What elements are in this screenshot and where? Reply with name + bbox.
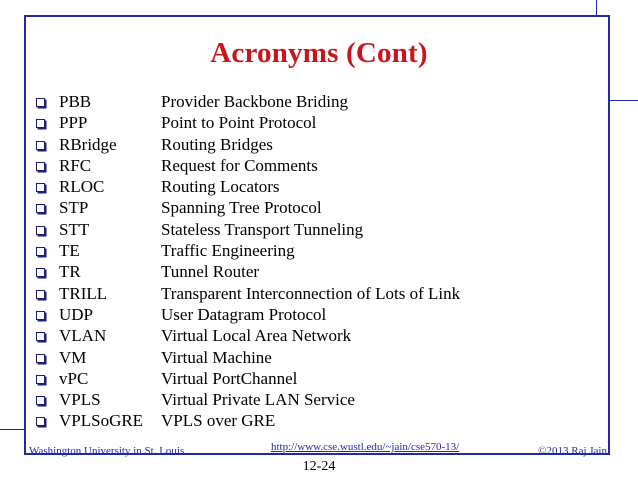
acronym-abbr: TR [59, 262, 81, 282]
square-bullet-icon [36, 225, 45, 235]
frame-corner-left [0, 429, 25, 430]
square-bullet-icon [36, 119, 45, 129]
square-bullet-icon [36, 396, 45, 406]
acronym-definition: User Datagram Protocol [161, 304, 327, 324]
slide-frame [24, 15, 610, 455]
acronym-definition: Virtual Local Area Network [161, 326, 352, 346]
frame-corner-right [609, 100, 638, 101]
frame-corner-top [596, 0, 597, 16]
acronym-abbr: UDP [59, 304, 94, 324]
acronym-abbr: RFC [59, 155, 92, 175]
footer-university: Washington University in St. Louis [29, 445, 185, 457]
square-bullet-icon [36, 289, 45, 299]
acronym-definition: Request for Comments [161, 155, 318, 175]
acronym-definition: Point to Point Protocol [161, 113, 317, 133]
square-bullet-icon [36, 247, 45, 257]
acronym-definition: Virtual Private LAN Service [161, 390, 355, 410]
acronym-abbr: VLAN [59, 326, 107, 346]
acronym-abbr: VPLS [59, 390, 101, 410]
acronym-definition: Virtual Machine [161, 347, 272, 367]
acronym-definition: Traffic Engineering [161, 241, 295, 261]
footer-copyright: ©2013 Raj Jain [538, 445, 607, 457]
square-bullet-icon [36, 268, 45, 278]
square-bullet-icon [36, 183, 45, 193]
acronym-abbr: TE [59, 241, 80, 261]
acronym-definition: Routing Bridges [161, 134, 273, 154]
acronym-abbr: RBridge [59, 134, 117, 154]
acronym-abbr: vPC [59, 368, 89, 388]
acronym-definition: Transparent Interconnection of Lots of L… [161, 283, 461, 303]
acronym-definition: Provider Backbone Briding [161, 92, 348, 111]
square-bullet-icon [36, 98, 45, 107]
footer-course-link[interactable]: http://www.cse.wustl.edu/~jain/cse570-13… [271, 441, 460, 453]
square-bullet-icon [36, 353, 45, 363]
acronym-abbr: TRILL [59, 283, 108, 303]
acronym-definition: Virtual PortChannel [161, 368, 298, 388]
acronym-abbr: STT [59, 219, 90, 239]
square-bullet-icon [36, 374, 45, 384]
acronym-abbr: RLOC [59, 177, 105, 197]
square-bullet-icon [36, 161, 45, 171]
acronym-abbr: STP [59, 198, 89, 218]
slide-title: Acronyms (Cont) [210, 37, 428, 69]
square-bullet-icon [36, 204, 45, 214]
square-bullet-icon [36, 310, 45, 320]
acronym-abbr: PBB [59, 92, 92, 111]
acronym-definition: VPLS over GRE [161, 411, 276, 431]
acronym-definition: Spanning Tree Protocol [161, 198, 322, 218]
acronym-abbr: PPP [59, 113, 88, 133]
acronym-definition: Routing Locators [161, 177, 280, 197]
acronym-definition: Tunnel Router [161, 262, 260, 282]
square-bullet-icon [36, 140, 45, 150]
acronym-abbr: VM [59, 347, 87, 367]
acronym-abbr: VPLSoGRE [59, 411, 144, 431]
acronym-definition: Stateless Transport Tunneling [161, 219, 364, 239]
page-number: 12-24 [302, 459, 336, 474]
square-bullet-icon [36, 332, 45, 342]
square-bullet-icon [36, 417, 45, 427]
